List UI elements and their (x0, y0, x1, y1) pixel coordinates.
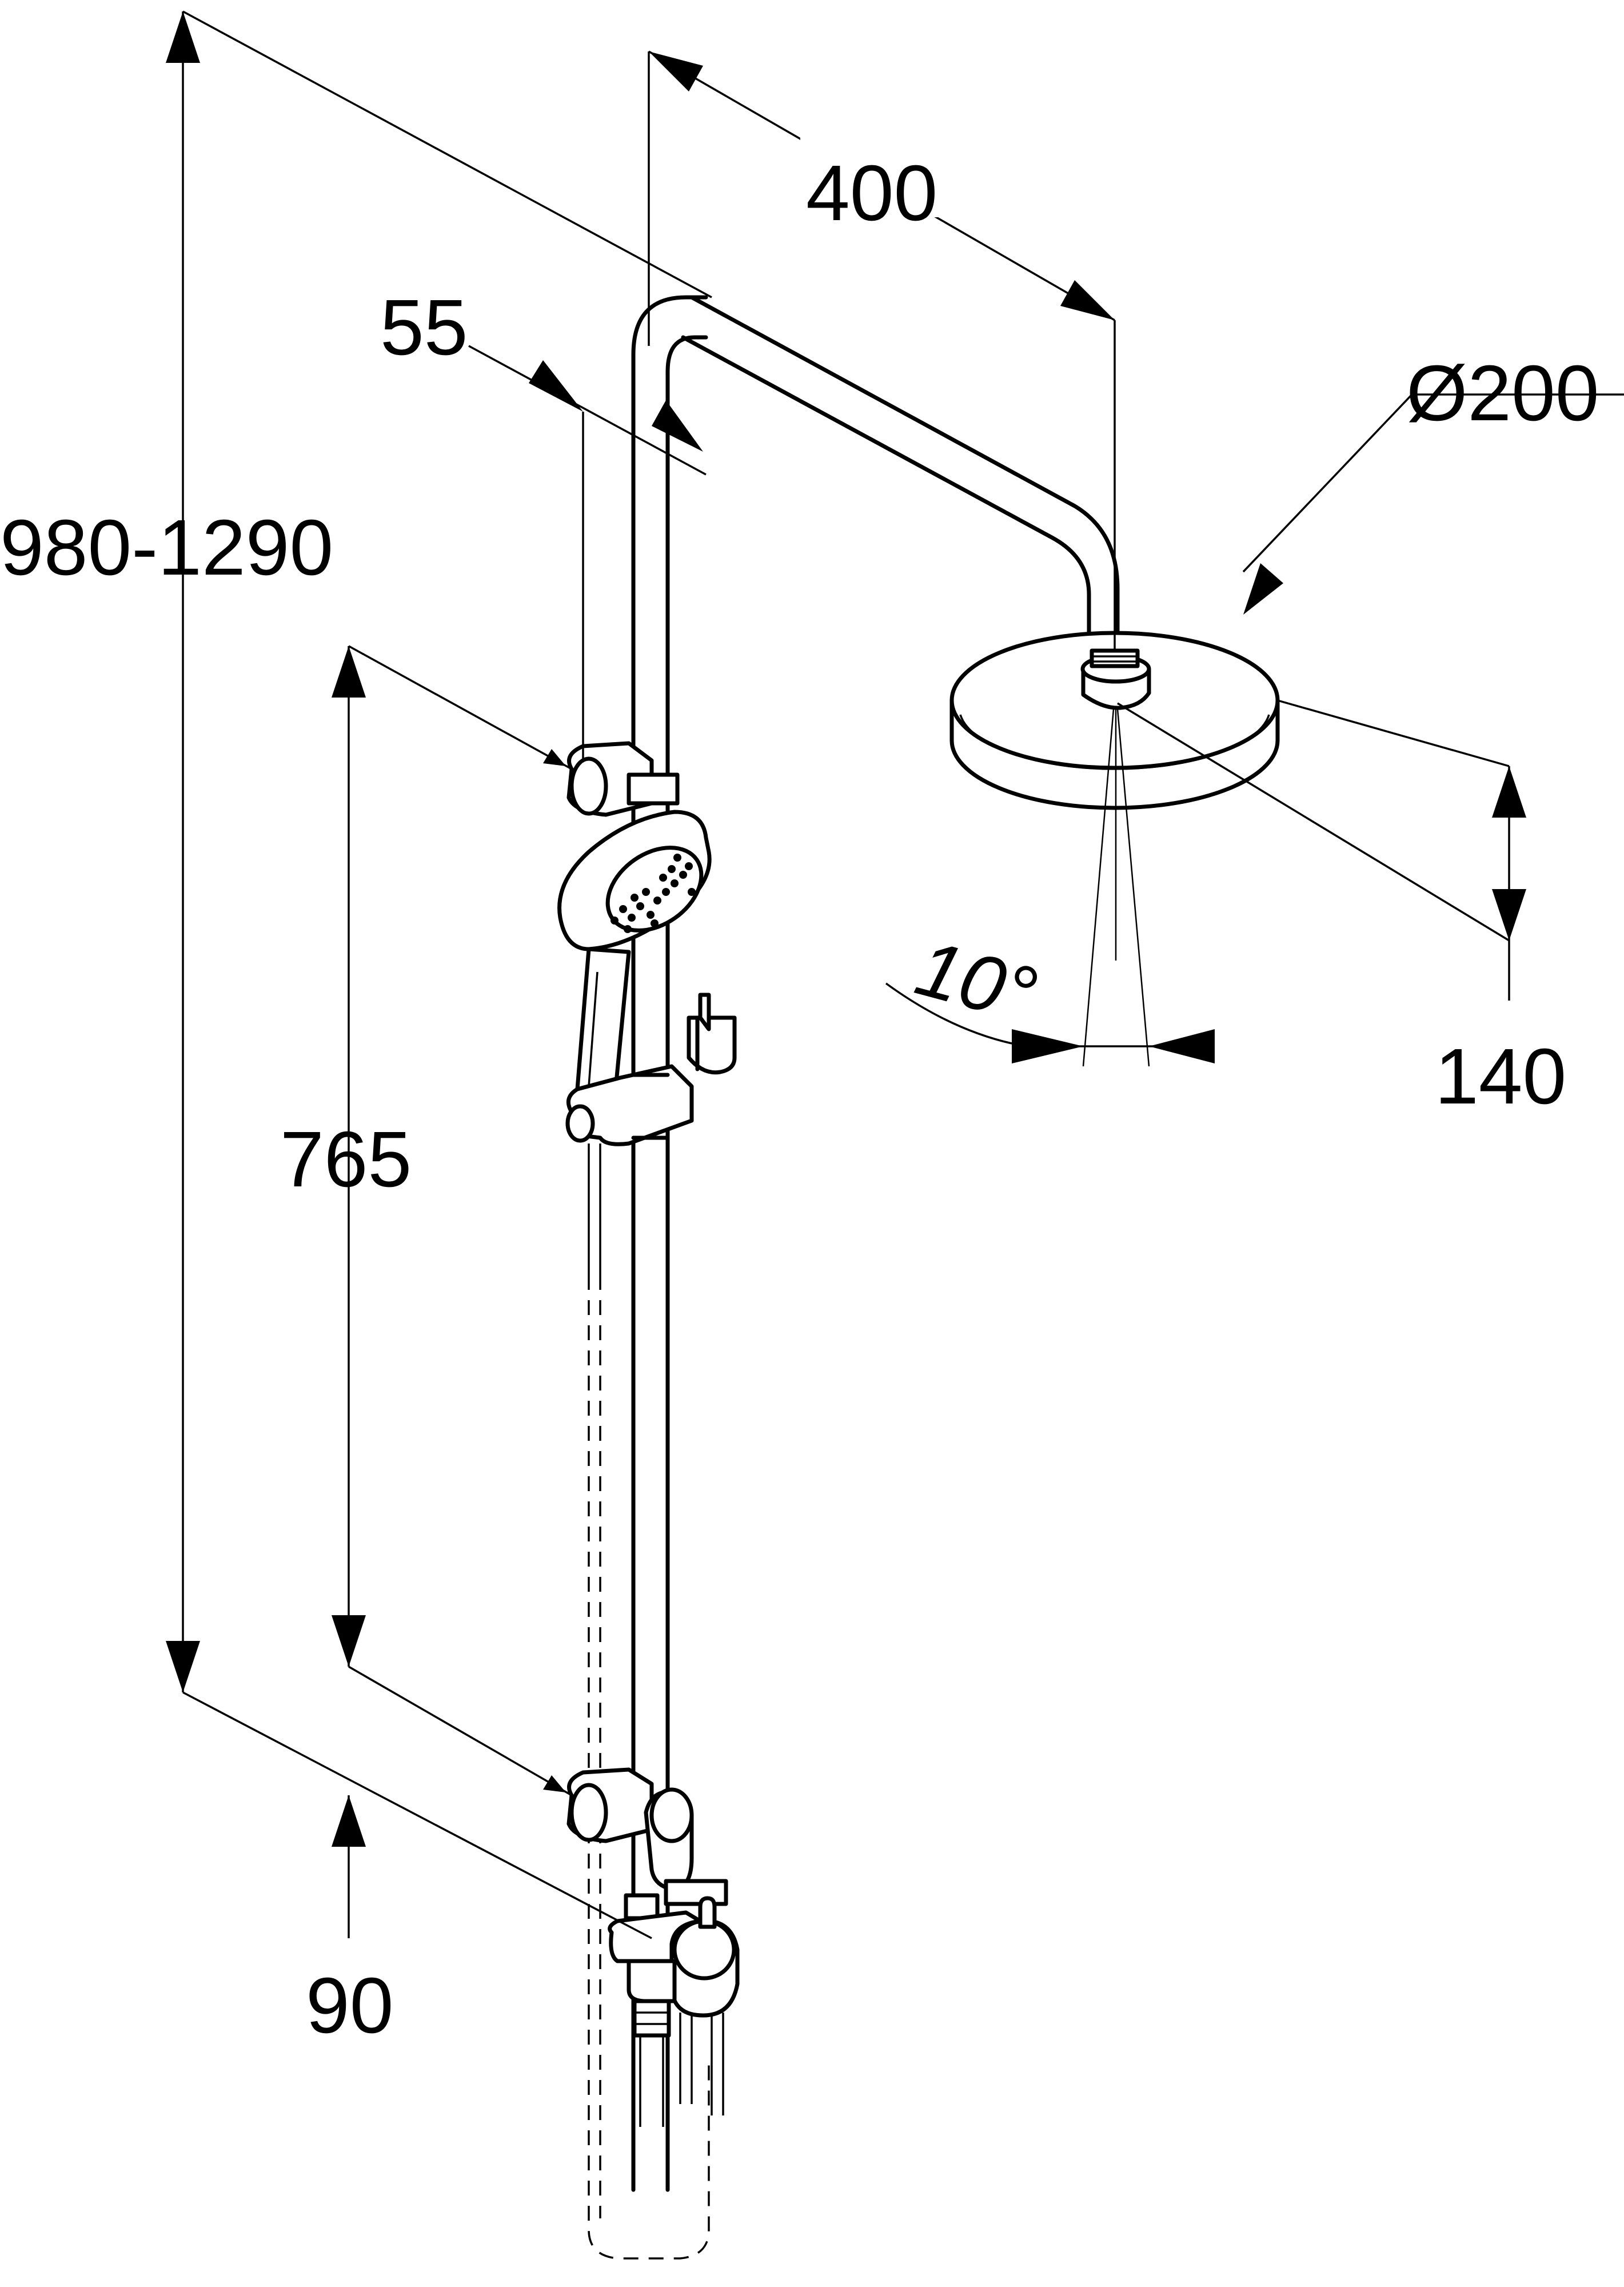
arm-projection-label: 400 (806, 149, 937, 237)
lower-wall-bracket (566, 1767, 694, 1892)
shower-column (557, 295, 1280, 2260)
overhead-arm (681, 295, 1120, 651)
riser-pipe (631, 295, 708, 2192)
overall-height-label: 980-1290 (0, 504, 333, 592)
hand-shower (557, 810, 712, 1109)
rain-shower-head (949, 631, 1280, 1067)
head-diameter-label: Ø200 (1406, 349, 1599, 437)
dimension-labels: 980-1290 400 55 Ø200 140 10° 765 90 (0, 149, 1599, 2050)
bracket-spacing-label: 765 (280, 1115, 412, 1204)
head-drop-label: 140 (1435, 1033, 1566, 1121)
rail-offset-label: 55 (380, 284, 468, 372)
sliding-hand-shower-holder (565, 993, 737, 1146)
upper-wall-bracket (566, 741, 680, 817)
shower-hose (588, 1144, 710, 2260)
diverter-valve (608, 1879, 740, 2127)
lower-offset-label: 90 (306, 1962, 394, 2050)
spray-angle-label: 10° (907, 923, 1045, 1039)
dimension-lines (166, 10, 1624, 1939)
spray-nozzles (611, 854, 696, 933)
